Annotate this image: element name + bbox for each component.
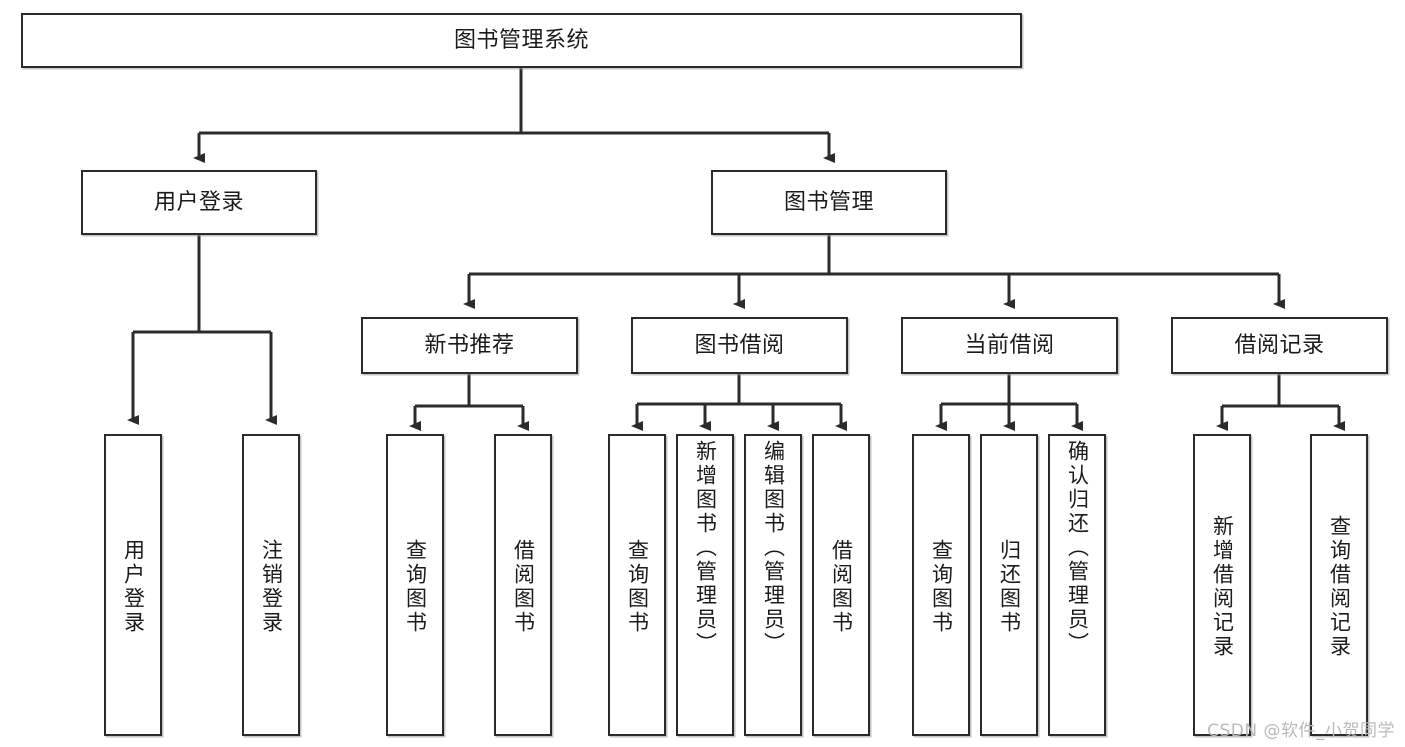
node-book-manage-label: 图书管理: [783, 189, 874, 215]
node-book-manage[interactable]: 图书管理: [711, 170, 947, 235]
node-leaf-query-book-1-label: 查询图书: [403, 539, 428, 635]
node-leaf-query-book-1[interactable]: 查询图书: [386, 434, 444, 736]
node-root[interactable]: 图书管理系统: [21, 13, 1022, 68]
node-leaf-query-book-2-label: 查询图书: [625, 539, 650, 635]
csdn-watermark: CSDN @软件_小贺同学: [1207, 721, 1395, 741]
node-leaf-add-record[interactable]: 新增借阅记录: [1193, 434, 1251, 736]
node-leaf-query-book-3-label: 查询图书: [929, 539, 954, 635]
node-book-borrow[interactable]: 图书借阅: [631, 317, 848, 374]
node-new-book-recommend[interactable]: 新书推荐: [361, 317, 578, 374]
node-leaf-user-logout[interactable]: 注销登录: [242, 434, 300, 736]
node-leaf-edit-book[interactable]: 编辑图书（管理员）: [744, 434, 802, 736]
node-leaf-query-record[interactable]: 查询借阅记录: [1310, 434, 1368, 736]
node-leaf-borrow-book-2[interactable]: 借阅图书: [812, 434, 870, 736]
node-root-label: 图书管理系统: [453, 27, 589, 53]
node-leaf-add-record-label: 新增借阅记录: [1210, 515, 1235, 659]
node-leaf-confirm-return[interactable]: 确认归还（管理员）: [1048, 434, 1106, 736]
node-leaf-user-logout-label: 注销登录: [259, 539, 284, 635]
node-user-login[interactable]: 用户登录: [81, 170, 317, 235]
node-leaf-return-book[interactable]: 归还图书: [980, 434, 1038, 736]
node-leaf-edit-book-label: 编辑图书（管理员）: [761, 440, 786, 656]
node-leaf-user-login[interactable]: 用户登录: [104, 434, 162, 736]
node-new-book-recommend-label: 新书推荐: [424, 332, 515, 358]
node-user-login-label: 用户登录: [153, 189, 244, 215]
node-leaf-borrow-book-1-label: 借阅图书: [511, 539, 536, 635]
node-leaf-borrow-book-1[interactable]: 借阅图书: [494, 434, 552, 736]
node-borrow-record[interactable]: 借阅记录: [1171, 317, 1388, 374]
node-leaf-add-book[interactable]: 新增图书（管理员）: [676, 434, 734, 736]
node-leaf-return-book-label: 归还图书: [997, 539, 1022, 635]
node-leaf-query-record-label: 查询借阅记录: [1327, 515, 1352, 659]
node-leaf-confirm-return-label: 确认归还（管理员）: [1065, 440, 1090, 656]
node-leaf-query-book-2[interactable]: 查询图书: [608, 434, 666, 736]
node-borrow-record-label: 借阅记录: [1234, 332, 1325, 358]
node-book-borrow-label: 图书借阅: [694, 332, 785, 358]
node-current-borrow-label: 当前借阅: [964, 332, 1055, 358]
node-current-borrow[interactable]: 当前借阅: [901, 317, 1118, 374]
node-leaf-user-login-label: 用户登录: [121, 539, 146, 635]
node-leaf-borrow-book-2-label: 借阅图书: [829, 539, 854, 635]
node-leaf-query-book-3[interactable]: 查询图书: [912, 434, 970, 736]
node-leaf-add-book-label: 新增图书（管理员）: [693, 440, 718, 656]
